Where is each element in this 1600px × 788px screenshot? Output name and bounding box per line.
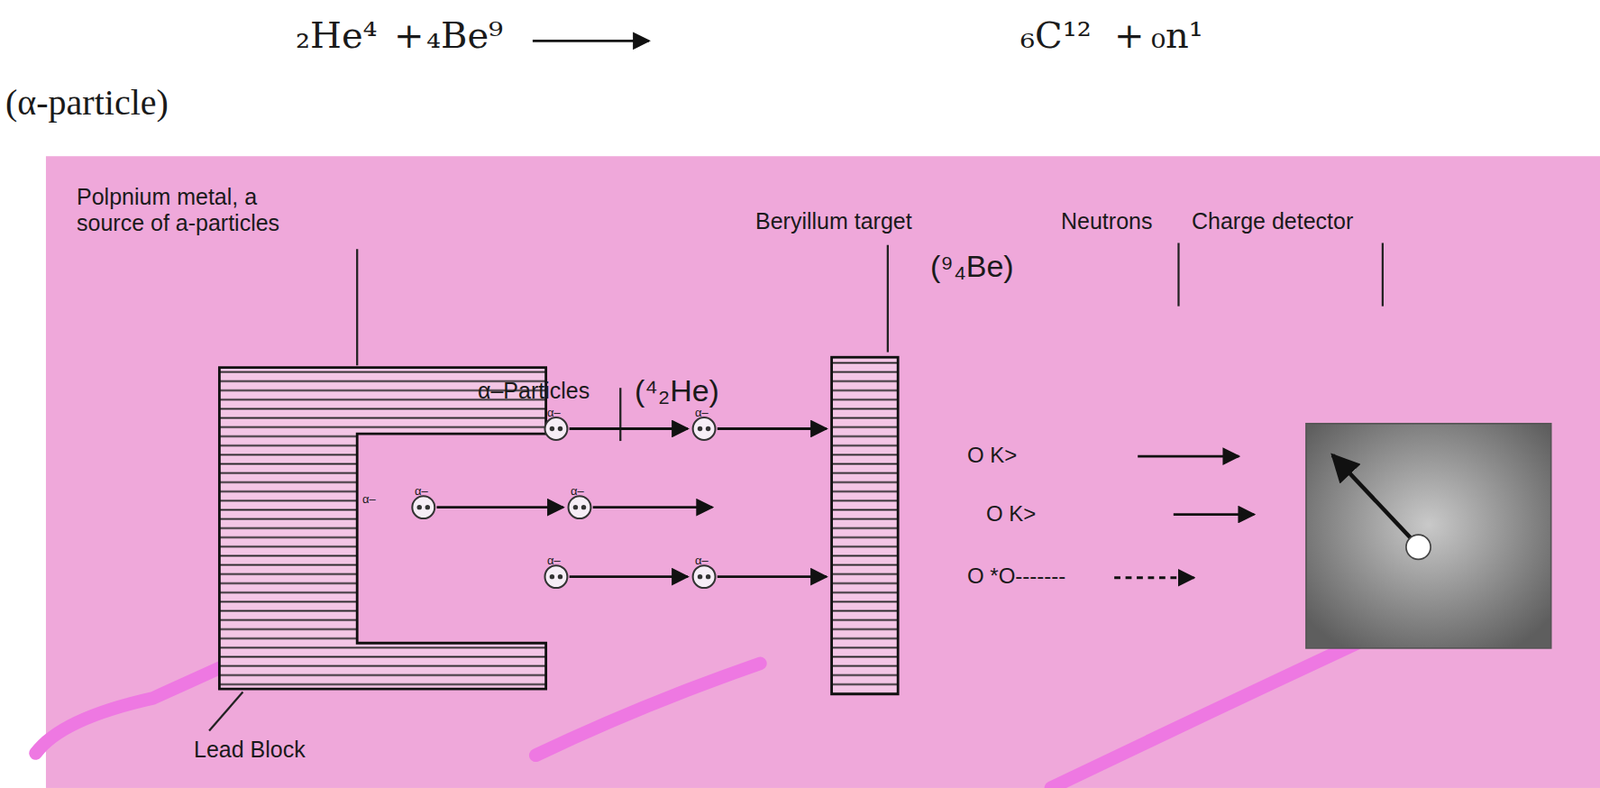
equation-plus: + xyxy=(393,14,425,56)
symbol-label: (⁹₄Be) xyxy=(930,248,1015,284)
particle-tag: α– xyxy=(570,484,585,499)
particle-tag: α– xyxy=(547,406,561,421)
beryllium-target xyxy=(832,356,899,695)
part-label: Charge detector xyxy=(1191,208,1354,235)
part-label: Lead Block xyxy=(193,736,306,763)
part-label: Polpnium metal, a source of a-particles xyxy=(76,183,316,237)
equation-term: ₀n¹ xyxy=(1151,14,1204,56)
part-label: α–Particles xyxy=(477,377,590,404)
leader-lines xyxy=(209,242,1383,731)
particle-tag: α– xyxy=(362,493,376,507)
reaction-arrow xyxy=(532,39,650,43)
equation-term: ₂He⁴ xyxy=(295,14,378,56)
particle-tag: α– xyxy=(694,554,709,568)
particle-tag: α– xyxy=(414,484,429,499)
charge-detector xyxy=(1306,423,1552,649)
neutron-mark: O K> xyxy=(967,442,1017,468)
part-label: Beryillum target xyxy=(755,208,913,235)
neutron-mark: O K> xyxy=(986,501,1036,527)
alpha-particles xyxy=(544,417,567,440)
needle-pivot xyxy=(1406,534,1431,559)
part-label: Neutrons xyxy=(1060,208,1152,235)
symbol-label: (⁴₂He) xyxy=(634,373,720,409)
particle-tag: α– xyxy=(547,554,561,568)
neutron-arrows xyxy=(1114,456,1254,578)
particle-tag: α– xyxy=(694,406,709,421)
alpha-arrows xyxy=(437,428,827,576)
equation-term: ₄Be⁹ xyxy=(426,14,503,56)
panel xyxy=(45,155,1600,788)
equation-plus: + xyxy=(1114,14,1145,56)
equation-term: ₆C¹² xyxy=(1020,14,1092,56)
detector-needle xyxy=(1332,455,1417,544)
particle-note: (α-particle) xyxy=(5,82,169,124)
lead-block xyxy=(219,367,546,690)
neutron-mark: O *O------- xyxy=(967,563,1066,589)
alpha-particles xyxy=(411,417,715,588)
